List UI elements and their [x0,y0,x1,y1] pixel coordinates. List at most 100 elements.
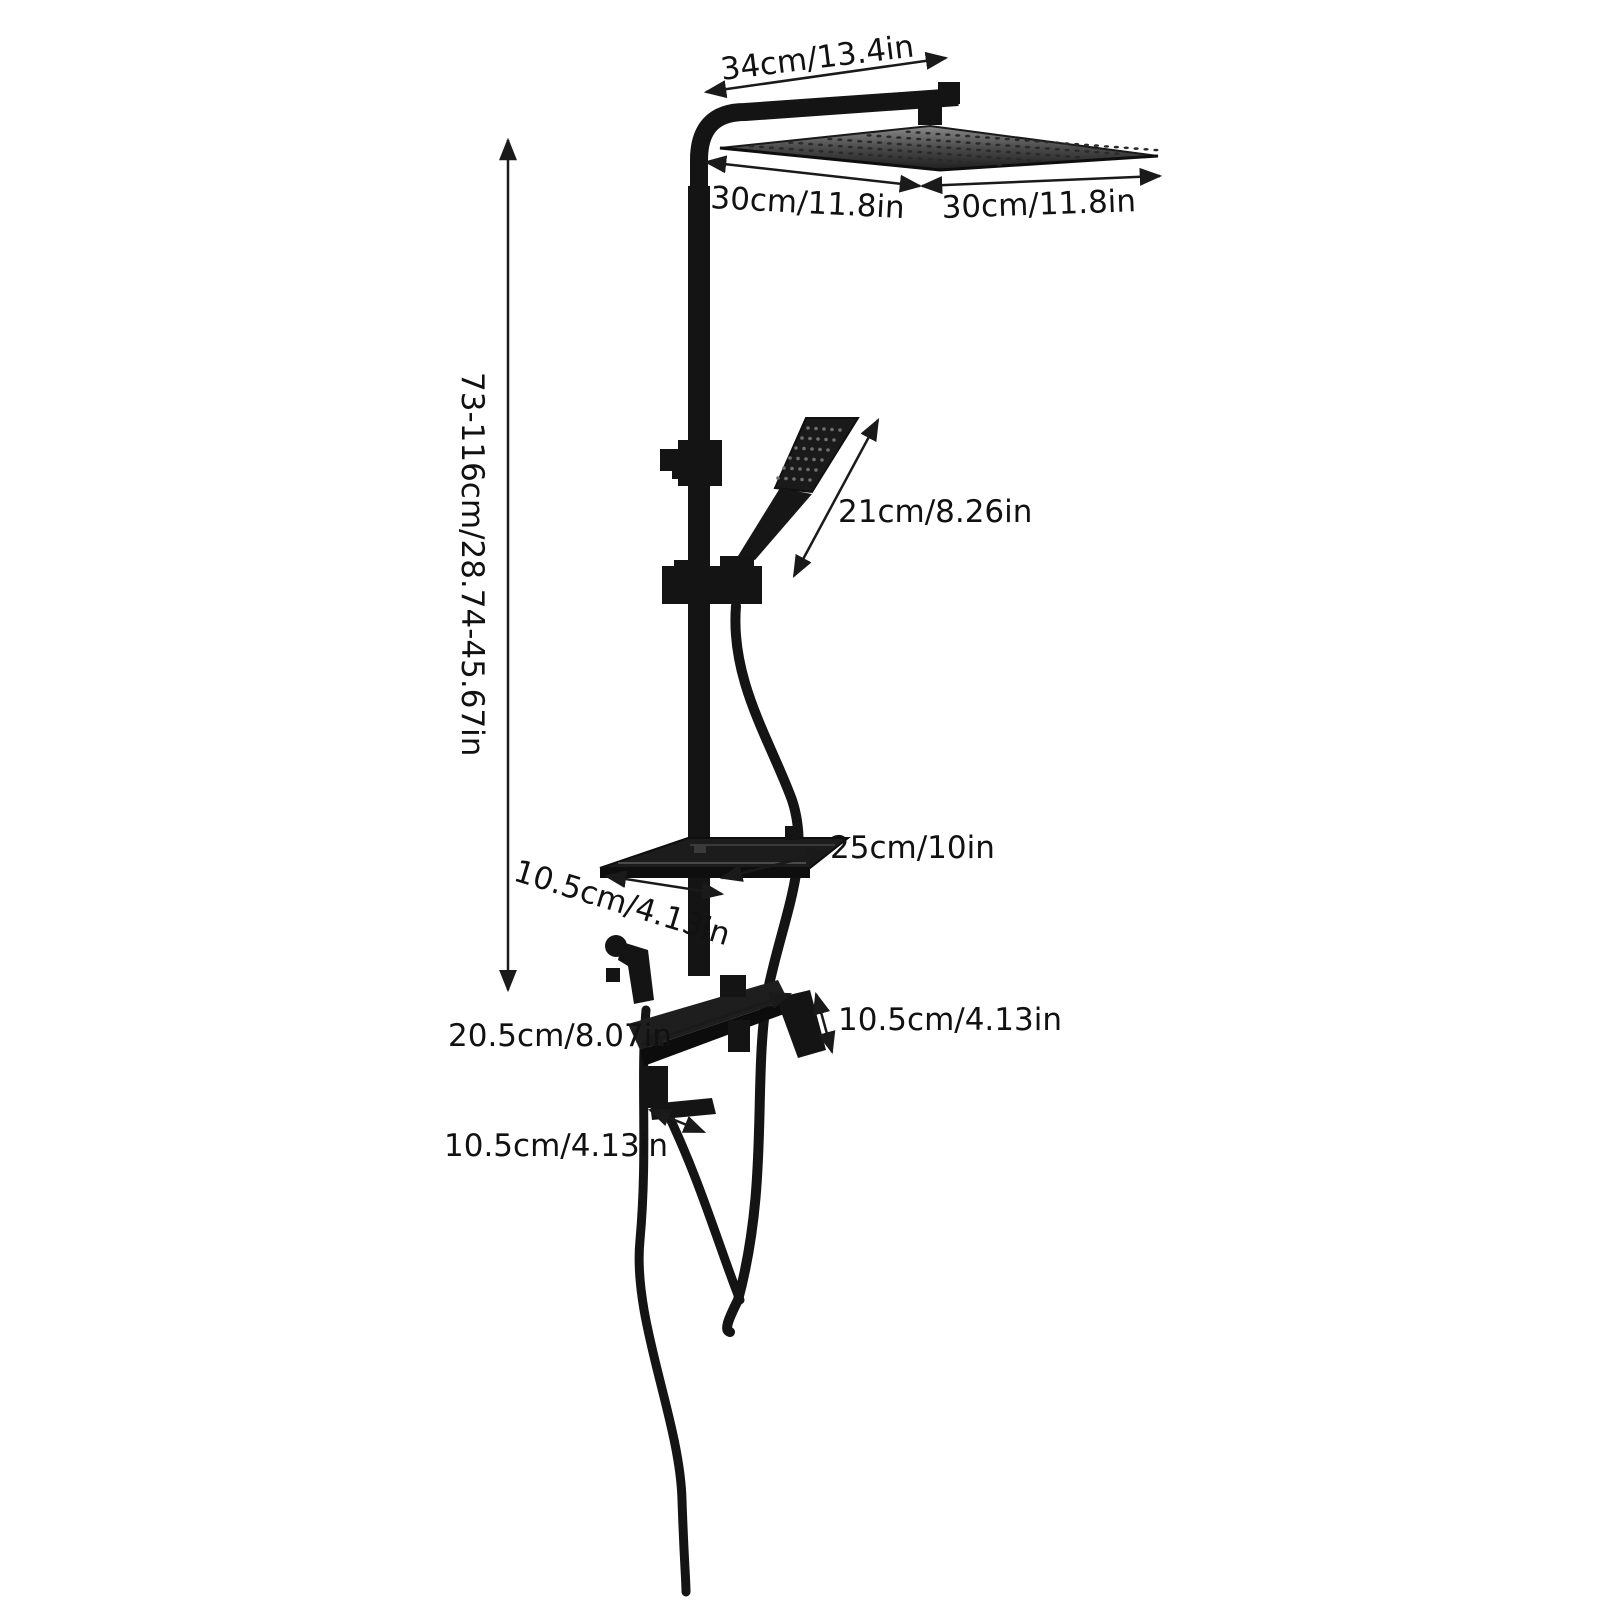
rain-nozzle [927,158,933,161]
rain-nozzle [866,134,872,137]
rain-nozzle [1054,148,1060,151]
rain-nozzle [1074,142,1080,146]
rain-nozzle [857,146,863,149]
hand-shower-nozzle [792,477,796,481]
rain-nozzle [1103,145,1109,148]
rain-nozzle [877,154,884,157]
hand-shower-nozzle [818,447,822,452]
label-head-width-right: 30cm/11.8in [941,183,1137,226]
rain-nozzle [758,145,765,149]
rain-nozzle [827,144,834,147]
rain-nozzle [906,143,912,147]
hand-shower-nozzle [796,456,800,461]
rain-nozzle [877,147,883,151]
rain-nozzle [818,150,824,153]
rain-nozzle [876,141,883,144]
rain-shower-head-icon [719,124,1159,172]
dim-line-mixer-height [812,991,836,1055]
rain-nozzle [867,147,873,150]
hand-shower-nozzle [794,446,798,450]
rain-nozzle [985,149,992,152]
rain-nozzle [1104,151,1110,155]
rain-nozzle [985,142,991,146]
rain-nozzle [897,155,903,159]
rain-nozzle [828,150,834,154]
rain-nozzle [897,149,903,152]
hand-shower-nozzle [810,447,814,451]
rain-nozzle [966,147,972,151]
rain-nozzle [935,132,941,136]
rain-nozzle [1133,147,1139,150]
rain-nozzle [955,134,961,137]
hand-shower-nozzle [822,427,826,431]
hand-shower-nozzle [806,467,810,472]
rain-nozzle [867,153,874,157]
rain-nozzle [1026,158,1032,162]
rain-nozzle [966,154,972,157]
rain-nozzle [1114,152,1120,155]
hand-shower-nozzle [804,457,808,461]
arm-end-cap [938,82,960,104]
rain-nozzle [926,151,933,155]
hand-shower-nozzle [830,427,834,432]
label-shelf-length: 25cm/10in [830,830,995,866]
rain-nozzle [749,144,755,148]
rain-nozzle [1025,152,1031,155]
rain-nozzle [1016,158,1022,161]
dim-line-shelf-depth [603,870,725,900]
rain-nozzle [886,135,892,139]
rain-nozzle [917,157,923,160]
rain-nozzle [925,131,931,135]
rain-nozzle [1044,147,1050,150]
label-spout-length: 10.5cm/4.13in [444,1128,668,1164]
rain-nozzle [1064,142,1070,145]
rain-nozzle [778,147,785,150]
rain-nozzle [847,145,853,149]
rain-nozzle [798,142,804,145]
hand-shower-nozzle [806,426,810,430]
hand-shower-nozzle [808,436,812,441]
rain-nozzle [925,138,932,142]
rain-nozzle [975,148,982,152]
rain-nozzle [994,137,1001,140]
rain-nozzle [1035,159,1042,163]
rain-nozzle [995,150,1001,153]
rain-nozzle [926,145,932,148]
rain-nozzle [907,150,913,153]
rain-nozzle [837,144,843,148]
rain-nozzle [1065,155,1071,158]
hand-shower-nozzle [824,437,828,442]
rain-nozzle [976,155,982,158]
rain-nozzle [936,145,942,149]
rain-nozzle [935,139,942,142]
rain-nozzle [907,156,913,160]
rain-nozzle [858,152,864,156]
rain-nozzle [1075,155,1081,159]
rain-nozzle [1093,144,1099,147]
rain-nozzle [965,134,971,138]
rain-nozzle [887,155,893,158]
rain-nozzle [1143,148,1149,151]
hand-shower-nozzle [776,476,780,480]
hand-shower-hose [722,601,804,1337]
rain-nozzle [975,142,981,145]
rain-nozzle [1024,139,1030,142]
rain-nozzle [788,141,794,144]
rain-nozzle [857,139,863,143]
rain-nozzle [876,134,882,138]
rain-nozzle [946,153,952,156]
rain-nozzle [976,161,983,165]
dimension-labels: 34cm/13.4in 30cm/11.8in 30cm/11.8in 73-1… [444,29,1137,1164]
dim-line-top-arm [703,51,949,99]
rain-nozzle [916,144,922,147]
hand-shower-nozzle [800,436,804,440]
rain-nozzle [1034,146,1041,150]
hand-shower-nozzle [814,426,818,431]
hand-shower-nozzle [790,466,794,471]
rain-nozzle [1015,145,1021,148]
hand-shower-nozzle [782,466,786,470]
rain-nozzle [984,136,991,139]
dim-line-hand-shower [792,418,880,578]
